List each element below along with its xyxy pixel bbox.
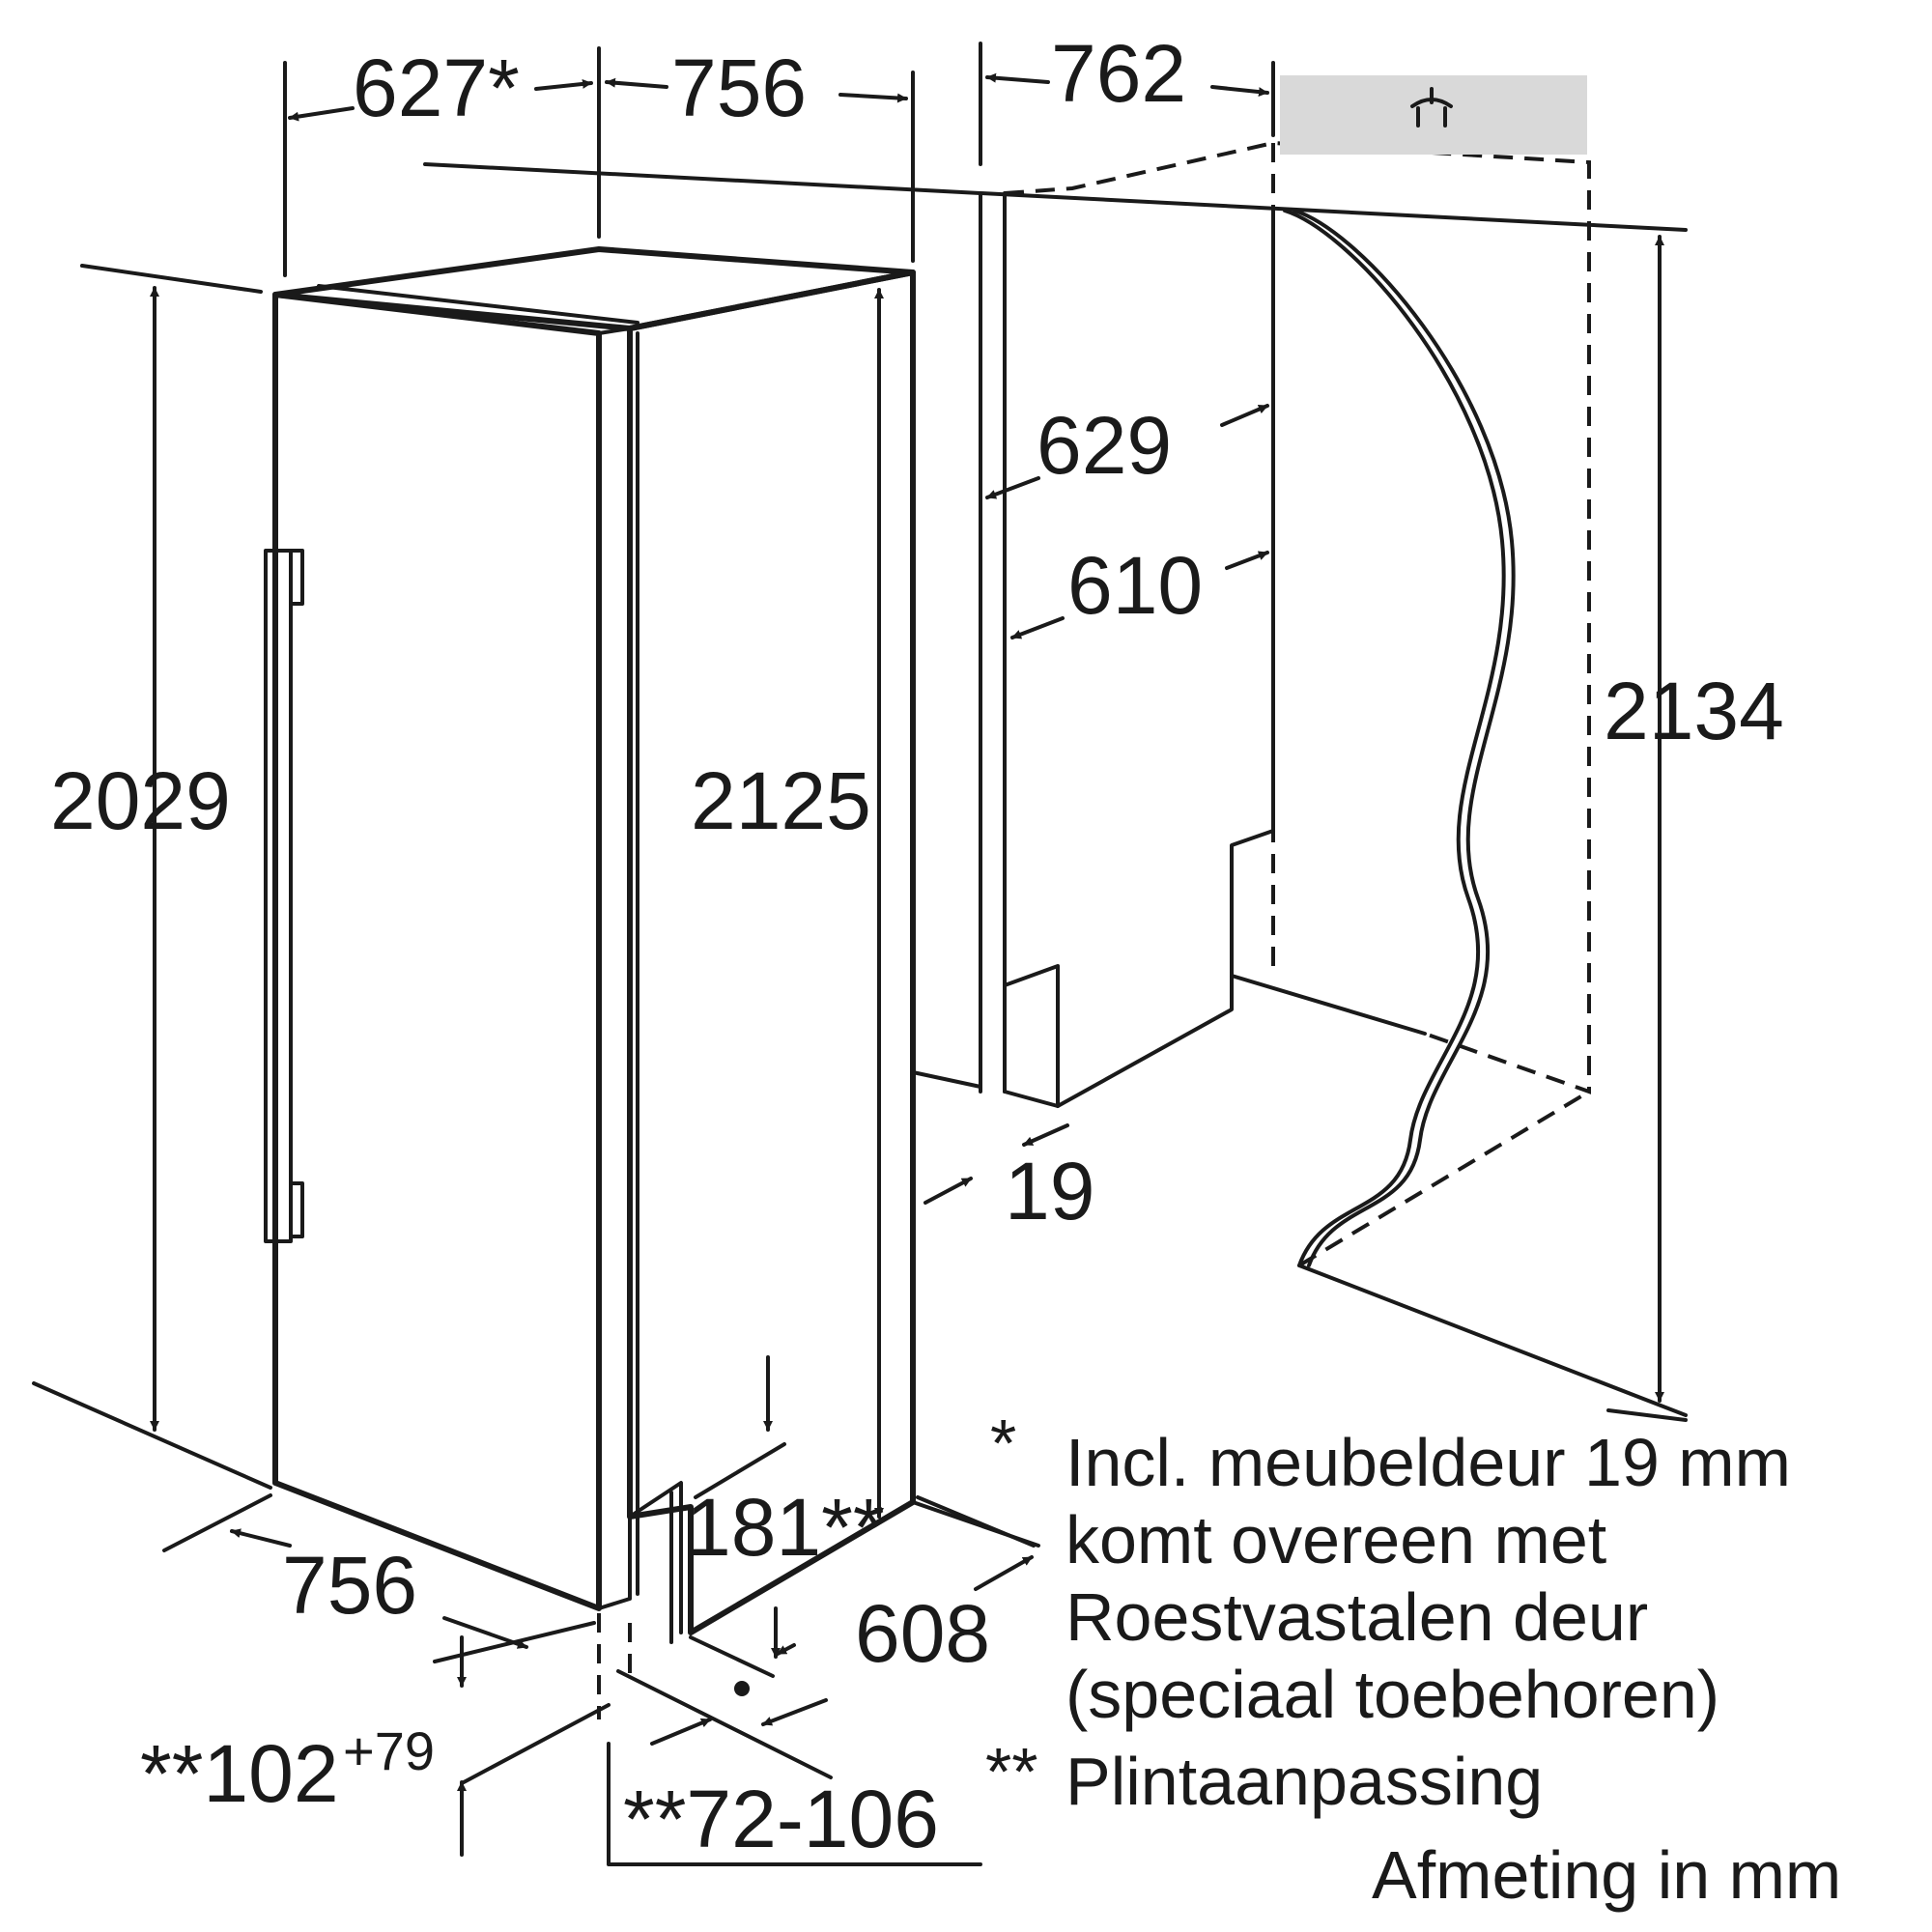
arrow-icon [1010,616,1065,639]
floor-line-left [32,1381,272,1490]
door-handle [264,549,293,1243]
dim-niche-610: 610 [1067,540,1203,631]
niche-floor-edge [1003,1090,1060,1108]
cut-line-inner [1293,209,1516,1267]
dim-top-depth: 627* [353,43,520,133]
arrow-icon [288,106,355,122]
arrow-icon [442,1616,528,1649]
arrow-icon [1225,551,1269,570]
appliance-side-face [627,270,916,1635]
niche-step-profile [1003,829,1275,1108]
dim-top-width: 756 [671,43,807,133]
note-line-1: Incl. meubeldeur 19 mm [1065,1425,1791,1500]
niche-floor-front [1297,1264,1688,1417]
dim-plinth-102-sup: +79 [343,1720,435,1781]
note-double-star-marker: ** [985,1734,1037,1809]
arrow-icon [974,1555,1034,1591]
dim-base-width: 756 [282,1540,417,1631]
dim-plinth-102: **102 [140,1728,339,1819]
handle-bracket-bottom [289,1181,304,1238]
dim-height-2029: 2029 [50,755,231,846]
top-front-edge [317,284,639,325]
dim-plinth-range: **72-106 [623,1774,939,1864]
note-line-3: Roestvastalen deur [1065,1579,1648,1655]
door-edge [597,327,632,1610]
arrow-icon [776,1643,796,1656]
arrow-icon [1210,85,1269,98]
note-line-5: Plintaanpassing [1065,1744,1543,1819]
dim-height-2125: 2125 [691,755,871,846]
niche [423,75,1688,1417]
note-star-marker: * [990,1406,1016,1481]
dim-niche-629: 629 [1037,400,1172,491]
note-line-2: komt overeen met [1065,1502,1606,1577]
cut-line-outer [1283,209,1506,1267]
dim-plinth-181: 181** [686,1482,885,1573]
ventilation-area [1280,75,1587,155]
arrow-icon [230,1528,292,1548]
niche-base-left [911,1070,982,1089]
niche-top-line [423,162,1688,232]
ventilation-grille-icon [1410,87,1453,128]
note-line-4: (speciaal toebehoren) [1065,1657,1719,1732]
niche-dashed-floor [1297,1090,1591,1267]
arrow-icon [1022,1123,1069,1147]
reference-dot [734,1681,750,1696]
arrow-icon [650,1718,712,1746]
dim-height-2134: 2134 [1604,666,1784,756]
arrow-icon [838,93,908,103]
plinth-gap [628,1481,683,1634]
arrow-icon [923,1177,973,1205]
niche-floor-back [1230,974,1427,1036]
appliance-body [264,246,916,1644]
arrow-icon [985,476,1040,499]
dimension-arrows [150,72,1664,1857]
arrow-icon [534,78,593,91]
arrow-icon [605,77,668,89]
arrow-icon [985,72,1050,84]
dim-base-depth: 608 [855,1588,990,1679]
note-units: Afmeting in mm [1372,1837,1841,1913]
dim-panel-19: 19 [1005,1146,1094,1236]
handle-bracket-top [289,549,304,606]
arrow-icon [761,1698,828,1726]
appliance-front-face [272,292,602,1611]
dim-niche-depth: 762 [1051,28,1186,119]
arrow-icon [1220,404,1269,427]
niche-dashed-back [1004,140,1591,1094]
extension-lines [80,42,1688,1866]
